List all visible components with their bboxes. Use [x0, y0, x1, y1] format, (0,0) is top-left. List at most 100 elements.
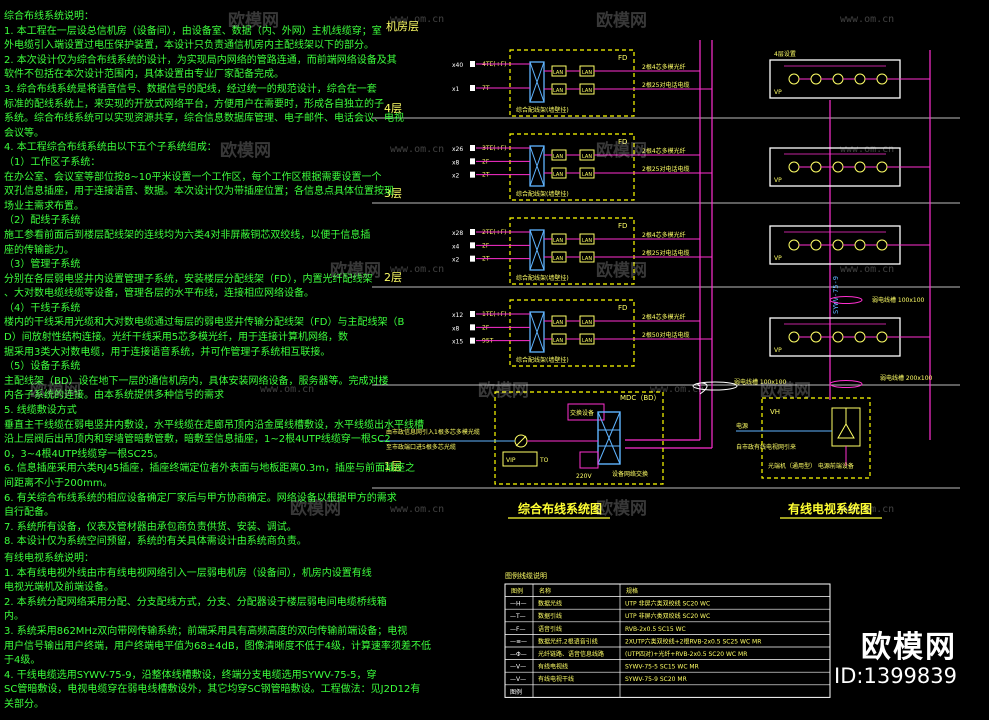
- note-line: 8. 本设计仅为系统空间预留，系统的有关具体需设计由系统商负责。: [4, 536, 307, 548]
- legend-cell: —V—: [510, 676, 526, 683]
- lan-label: LAN: [582, 320, 592, 326]
- catv-top-label: 4层设置: [774, 50, 796, 58]
- note-line: 沿上层阀后出吊顶内和穿墙管暗敷管敷，暗敷至信息插座，1~2根4UTP线缆穿一根S…: [4, 434, 391, 446]
- legend-cell: —≡—: [510, 638, 527, 645]
- hub-label: LAN: [553, 88, 563, 94]
- lan-label: LAN: [582, 172, 592, 178]
- legend-border: [504, 583, 831, 698]
- note-line: 座的传输能力。: [4, 244, 74, 256]
- bd-rack: [597, 411, 621, 465]
- fd-frame: [509, 299, 635, 367]
- catv-note-line: 内。: [4, 611, 24, 623]
- note-line: 外电缆引入端设置过电压保护装置，本设计只负责通信机房内主配线架以下的部分。: [4, 40, 374, 52]
- legend-cell: 数据引线: [538, 612, 562, 620]
- note-line: 会议等。: [4, 127, 44, 139]
- note-line: 1. 本工程在一层设总信机房（设备间），由设备室、数据（内、外网）主机线缆穿；室: [4, 25, 382, 37]
- system-notes: 综合布线系统说明： 1. 本工程在一层设总信机房（设备间），由设备室、数据（内、…: [4, 10, 431, 713]
- switch-label: 交换设备: [570, 409, 594, 417]
- hub-label: LAN: [553, 320, 563, 326]
- headend-note: 光端机（通用型） 电源前端设备: [768, 462, 854, 470]
- phone-cable-label: 2根25对电话电缆: [642, 249, 689, 257]
- catv-note-line: 2. 本系统分配网络采用分配、分支配线方式，分支、分配器设于楼层弱电间电缆桥线箱: [4, 596, 387, 608]
- ups-box: [579, 451, 599, 469]
- note-line: （3）管理子系统: [4, 259, 81, 271]
- fd-label: FD: [618, 304, 627, 312]
- incoming-fiber-label-2: 至市政端口进5根多芯光缆: [386, 443, 456, 451]
- tv-outlet-icon: [810, 73, 822, 85]
- legend-cell: 有线电视干线: [538, 675, 574, 683]
- tv-outlet-icon: [832, 73, 844, 85]
- cabling-risers: [625, 40, 713, 449]
- catv-tray-label: 弱电线槽 100x100: [872, 296, 925, 304]
- outlet-icon: [470, 242, 475, 249]
- tv-outlet-icon: [876, 239, 888, 251]
- catv-note-line: 1. 本有线电视外线由市有线电视网络引入一层弱电机房（设备间），机房内设置有线: [4, 567, 372, 579]
- legend-cell: 2XUTP六类双绞线+2根RVB-2x0.5 SC25 WC MR: [625, 637, 761, 645]
- fd-boxes: FD LAN LAN LAN LAN 2根4芯多模光纤 2根25对电话电缆综合配线架(墙壁挂…: [452, 49, 712, 367]
- vp-label: VP: [774, 255, 782, 262]
- legend-cell: 光纤链路、语音信息线路: [538, 650, 604, 658]
- note-line: 场业主需求布置。: [4, 200, 84, 212]
- patch-panel-icon: [529, 145, 545, 187]
- bd-rack-cross: [597, 411, 621, 465]
- note-line: 分别在各层弱电竖井内设置管理子系统，安装楼层分配线架（FD），内置光纤配线架: [4, 273, 373, 285]
- patch-panel-icon: [529, 229, 545, 271]
- phone-cable-label: 2根25对电话电缆: [642, 81, 689, 89]
- catv-note-line: SC管暗敷设，电视电缆穿在弱电线槽敷设外，其它均穿SC钢管暗敷设。工程做法：见J…: [4, 684, 421, 696]
- note-line: （1）工作区子系统：: [4, 156, 101, 168]
- patch-panel-icon: [529, 61, 545, 103]
- note-line: 0，3~4根4UTP线缆穿一根SC25。: [4, 448, 164, 460]
- vp-label: VP: [774, 177, 782, 184]
- outlet-count: x12: [452, 312, 463, 319]
- note-line: 主配线架（BD）设在地下一层的通信机房内，具体安装网络设备，服务器等。完成对楼: [4, 375, 389, 387]
- floor-labels: 4层 3层 2层 1层: [384, 102, 402, 473]
- legend-cell: UTP 非屏六类双绞线 SC20 WC: [625, 600, 710, 608]
- legend-cell: SYWV-75-9 SC20 MR: [625, 676, 687, 683]
- hub-label: LAN: [553, 70, 563, 76]
- outlet-count: x8: [452, 325, 460, 332]
- note-line: D）间放射性结构连接。光纤干线采用5芯多模光纤，用于连接计算机网络，数: [4, 332, 349, 344]
- outlet-icon: [470, 145, 475, 151]
- fd-label: FD: [618, 54, 627, 62]
- hub-label: LAN: [553, 338, 563, 344]
- lan-label: LAN: [582, 88, 592, 94]
- outlet-count: x26: [452, 146, 463, 153]
- bd-box: MDC（BD） 交换设备 220V 设备网络交换 由市政信息网引入1根多芯多模光…: [380, 381, 738, 485]
- outlet-icon: [470, 171, 475, 178]
- fd-label: FD: [618, 222, 627, 230]
- catv-note-line: 3. 系统采用862MHz双向带网传输系统；前端采用具有高频高度的双向传输前端设…: [4, 625, 408, 637]
- note-line: （5）设备子系统: [4, 361, 81, 373]
- floor-label: 1层: [384, 460, 402, 473]
- brand-id: ID:1399839: [834, 664, 957, 688]
- tv-outlet-icon: [832, 239, 844, 251]
- outlet-icon: [470, 337, 475, 344]
- tv-outlet-icon: [788, 239, 800, 251]
- note-line: 标准的配线系统上，来实现的开放式网络平台，方便用户在需要时，形成各自独立的子: [4, 98, 384, 110]
- cabling-title: 综合布线系统图: [518, 501, 602, 516]
- note-line: 6. 信息插座采用六类RJ45插座，插座终端定位者外表面与地板距离0.3m，插座…: [4, 463, 415, 475]
- outlet-icon: [470, 311, 475, 317]
- brand-logo: 欧模网: [861, 630, 957, 665]
- note-line: 自行配备。: [4, 507, 54, 519]
- note-line: 4. 本工程综合布线系统由以下五个子系统组成：: [4, 142, 217, 154]
- fiber-cable-label: 2根4芯多模光纤: [642, 231, 686, 239]
- lan-label: LAN: [582, 70, 592, 76]
- tv-outlet-icon: [854, 239, 866, 251]
- vip-label: VIP: [506, 457, 516, 464]
- patch-panel-icon: [529, 311, 545, 353]
- note-line: 6. 有关综合布线系统的相应设备确定厂家后与甲方协商确定。网络设备以根据甲方的需…: [4, 492, 397, 504]
- tv-outlet-icon: [810, 239, 822, 251]
- vp-label: VP: [774, 347, 782, 354]
- legend-header: 图例: [511, 587, 523, 595]
- tv-outlet-icon: [854, 331, 866, 343]
- tv-outlet-icon: [854, 161, 866, 173]
- ups-label: 220V: [576, 473, 592, 480]
- fd-footer: 综合配线架(墙壁挂): [516, 274, 569, 282]
- lan-label: LAN: [582, 154, 592, 160]
- legend-cell: 图例: [510, 688, 522, 696]
- hub-label: LAN: [553, 172, 563, 178]
